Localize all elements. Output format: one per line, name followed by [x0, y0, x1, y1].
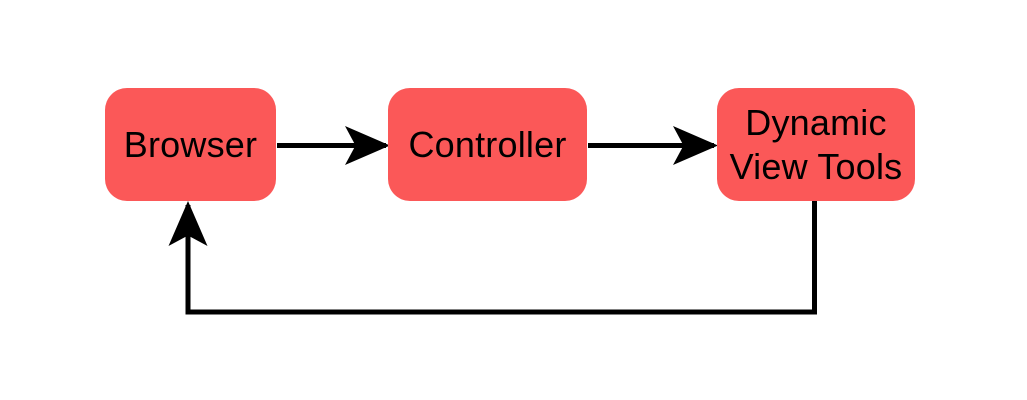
node-dynamic-view-tools[interactable]: Dynamic View Tools [717, 88, 915, 201]
node-controller[interactable]: Controller [388, 88, 587, 201]
node-browser[interactable]: Browser [105, 88, 276, 201]
edge-dynamic-view-tools-to-browser [168, 200, 817, 315]
